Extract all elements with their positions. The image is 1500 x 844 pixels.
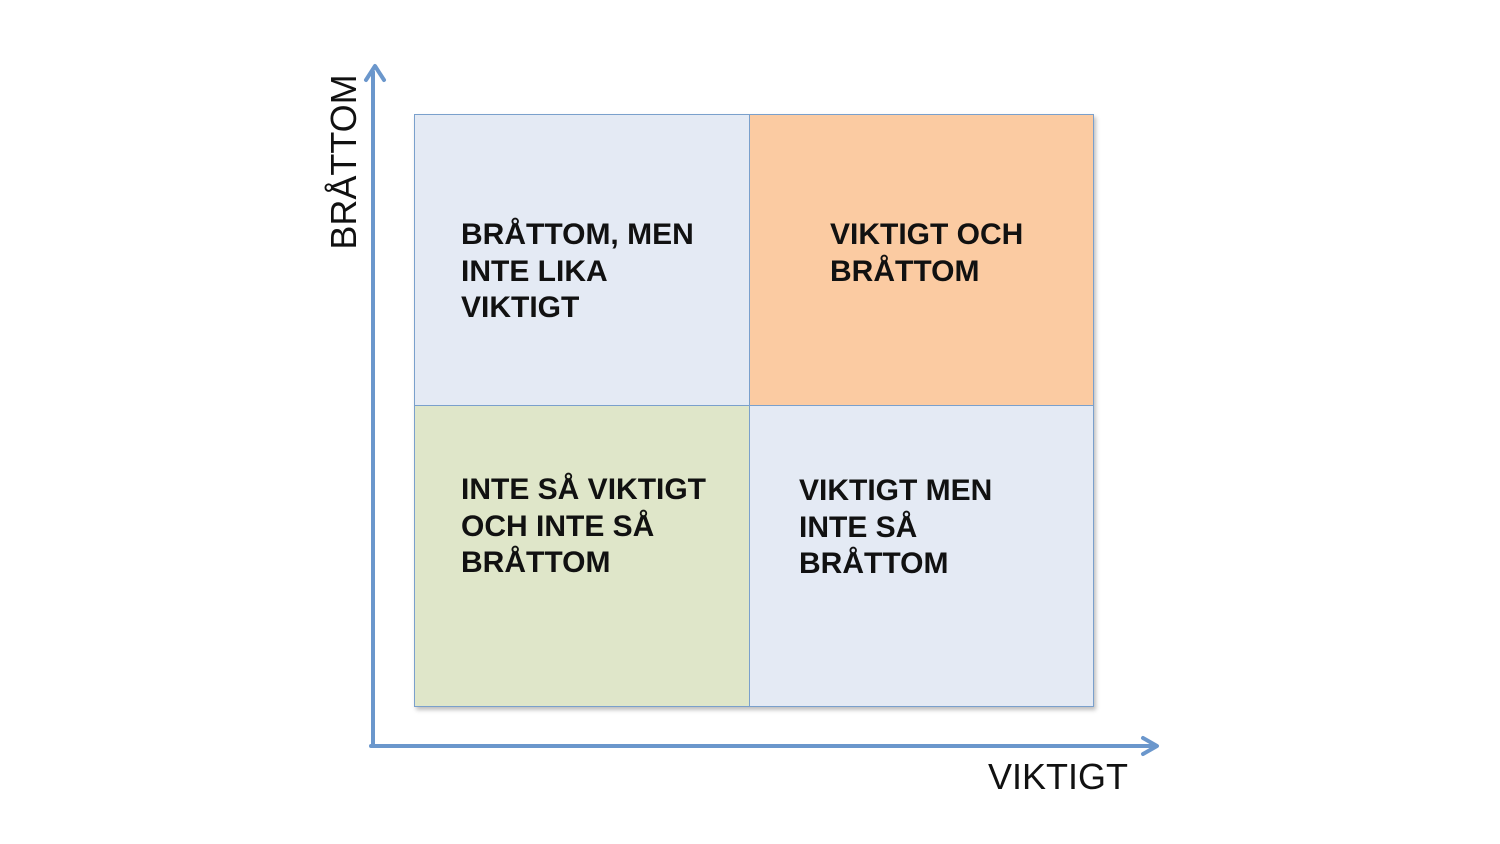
quadrant-important-not-urgent: VIKTIGT MEN INTE SÅ BRÅTTOM — [749, 405, 1094, 707]
quadrant-important-not-urgent-label: VIKTIGT MEN INTE SÅ BRÅTTOM — [799, 474, 993, 580]
quadrant-important-and-urgent-label: VIKTIGT OCH BRÅTTOM — [830, 218, 1024, 288]
y-axis-arrowhead — [364, 64, 386, 82]
quadrant-important-and-urgent: VIKTIGT OCH BRÅTTOM — [749, 114, 1094, 407]
quadrant-urgent-not-important-label: BRÅTTOM, MEN INTE LIKA VIKTIGT — [461, 218, 694, 324]
x-axis-arrowhead — [1141, 736, 1159, 756]
y-axis-label: BRÅTTOM — [323, 74, 364, 250]
quadrant-urgent-not-important: BRÅTTOM, MEN INTE LIKA VIKTIGT — [414, 114, 751, 407]
quadrant-not-important-not-urgent-label: INTE SÅ VIKTIGT OCH INTE SÅ BRÅTTOM — [461, 473, 707, 579]
priority-matrix: BRÅTTOM, MEN INTE LIKA VIKTIGT VIKTIGT O… — [414, 114, 1094, 707]
quadrant-not-important-not-urgent: INTE SÅ VIKTIGT OCH INTE SÅ BRÅTTOM — [414, 405, 751, 707]
x-axis-label: VIKTIGT — [988, 756, 1129, 797]
